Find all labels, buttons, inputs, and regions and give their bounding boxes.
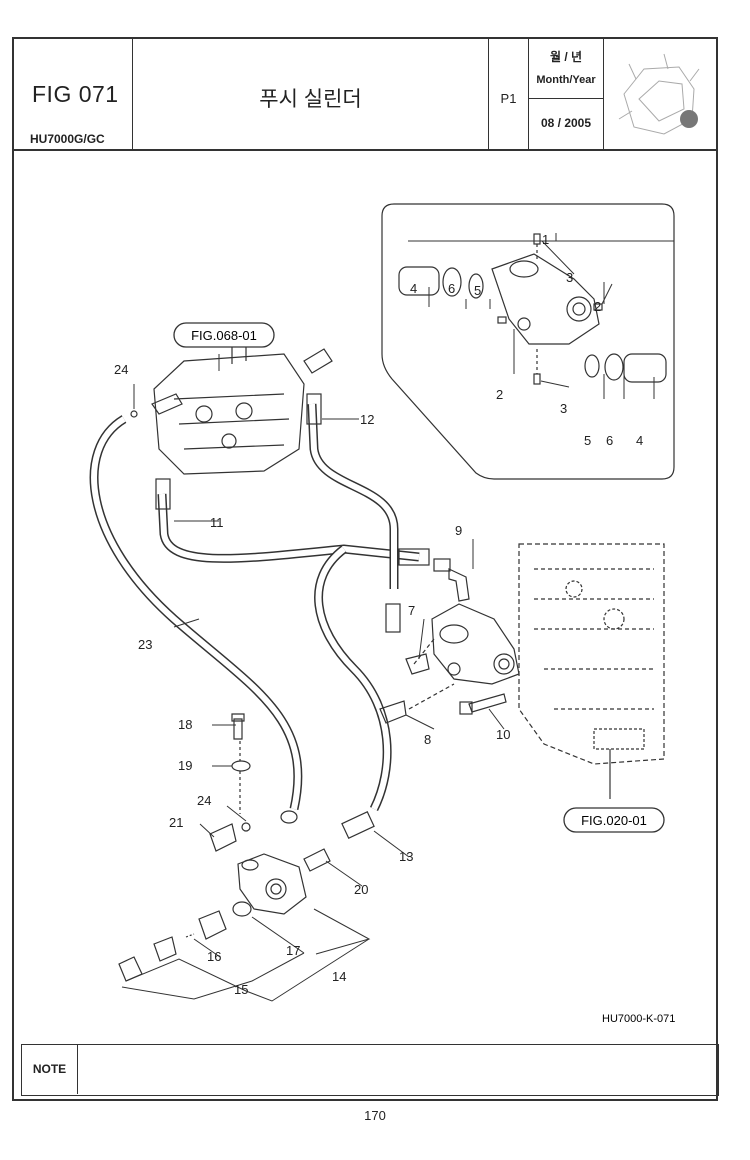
ring-5-left	[468, 273, 484, 299]
detail-inset-outline	[381, 203, 675, 480]
hose-13-outer	[314, 545, 392, 812]
page-tag-cell: P1	[489, 39, 529, 149]
issue-date: 08 / 2005	[540, 116, 592, 130]
piston-right	[623, 353, 667, 383]
ref-oval-fig068	[173, 322, 275, 348]
elbow-9	[448, 568, 470, 602]
thumbnail-dot	[680, 110, 698, 128]
push-cylinder-main	[431, 603, 520, 685]
block-14	[237, 853, 307, 915]
date-cell: 월 / 년 Month/Year 08 / 2005	[529, 39, 604, 149]
callout-3a: 3	[566, 270, 573, 285]
ref-label-fig020: FIG.020-01	[581, 813, 647, 828]
note-box: NOTE	[21, 1044, 719, 1096]
callout-9: 9	[455, 523, 462, 538]
callout-7: 7	[408, 603, 415, 618]
parts-sheet: FIG 071 HU7000G/GC 푸시 실린더 P1 월 / 년 Month…	[12, 37, 719, 1101]
fitting-21	[209, 823, 237, 852]
cap-15	[118, 956, 143, 982]
fitting-7	[405, 653, 430, 675]
callout-4a: 4	[410, 281, 417, 296]
title-cell: 푸시 실린더	[133, 39, 489, 149]
bolt-10	[468, 693, 507, 713]
month-year-en: Month/Year	[536, 74, 596, 86]
callout-6b: 6	[606, 433, 613, 448]
callout-16: 16	[207, 949, 221, 964]
ring-5-right	[584, 354, 600, 378]
page-tag: P1	[500, 91, 517, 106]
engine-block	[518, 543, 665, 765]
callout-13: 13	[399, 849, 413, 864]
nut-16	[198, 910, 227, 940]
bolt-18	[231, 713, 245, 740]
machine-thumbnail	[618, 53, 700, 135]
callout-4b: 4	[636, 433, 643, 448]
note-label: NOTE	[22, 1045, 78, 1094]
callout-24a: 24	[114, 362, 128, 377]
parts-diagram: FIG.068-01 FIG.020-01 1 2 2 3 3 4 4 5 5 …	[89, 203, 675, 1025]
hose-23-outer	[89, 415, 303, 810]
callout-5a: 5	[474, 283, 481, 298]
seal-6-right	[604, 353, 624, 381]
page-title: 푸시 실린더	[259, 88, 362, 111]
fitting-15	[153, 936, 177, 962]
callout-12: 12	[360, 412, 374, 427]
callout-20: 20	[354, 882, 368, 897]
hose-11-fitting	[155, 478, 171, 510]
cylinder-body-detail	[491, 253, 600, 345]
ref-oval-fig020	[563, 807, 665, 833]
month-year-kr: 월 / 년	[549, 50, 583, 64]
callout-3b: 3	[560, 401, 567, 416]
callout-1: 1	[542, 232, 549, 247]
callout-15: 15	[234, 982, 248, 997]
title-block: FIG 071 HU7000G/GC 푸시 실린더 P1 월 / 년 Month…	[14, 39, 716, 151]
date-divider	[529, 98, 603, 99]
plug-3-bottom	[533, 373, 541, 385]
callout-24b: 24	[197, 793, 211, 808]
callout-21: 21	[169, 815, 183, 830]
control-valve-block	[153, 353, 305, 475]
page-number: 170	[364, 1108, 386, 1123]
callout-17: 17	[286, 943, 300, 958]
callout-8: 8	[424, 732, 431, 747]
callout-11: 11	[210, 515, 224, 530]
o-ring-17	[232, 901, 252, 917]
callout-14: 14	[332, 969, 346, 984]
callout-5b: 5	[584, 433, 591, 448]
model-code: HU7000G/GC	[30, 132, 105, 146]
callout-6a: 6	[448, 281, 455, 296]
callout-23: 23	[138, 637, 152, 652]
callout-10: 10	[496, 727, 510, 742]
seal-6-left	[442, 267, 462, 297]
callout-18: 18	[178, 717, 192, 732]
drawing-code: HU7000-K-071	[602, 1013, 675, 1025]
hose-12-outer	[307, 403, 399, 589]
callout-2a: 2	[594, 299, 601, 314]
callout-2b: 2	[496, 387, 503, 402]
fig-number: FIG 071	[32, 81, 119, 107]
connector-20	[303, 848, 331, 872]
piston-left	[398, 266, 440, 296]
thumbnail-cell	[604, 39, 716, 149]
callout-19: 19	[178, 758, 192, 773]
washer-19	[231, 760, 251, 772]
fig-cell: FIG 071 HU7000G/GC	[14, 39, 133, 149]
plug-3-top	[533, 233, 541, 245]
ref-label-fig068: FIG.068-01	[191, 328, 257, 343]
